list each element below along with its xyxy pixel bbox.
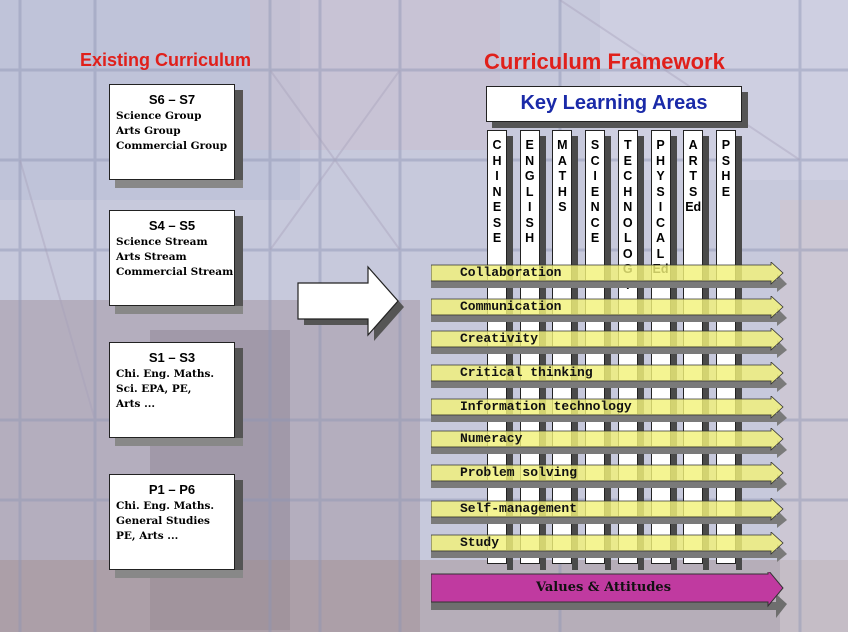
stage-subject-line: Arts ... bbox=[116, 398, 156, 410]
generic-skill-band: Critical thinking bbox=[431, 362, 791, 392]
stage-subject-line: Commercial Group bbox=[116, 140, 228, 152]
skill-band-arrow-shape bbox=[431, 498, 787, 528]
stage-subject-line: Chi. Eng. Maths. bbox=[116, 368, 215, 380]
box-face bbox=[109, 474, 235, 570]
box-shadow bbox=[115, 438, 243, 446]
skill-band-arrow-shape bbox=[431, 532, 787, 562]
box-shadow bbox=[235, 348, 243, 444]
generic-skill-label: Information technology bbox=[460, 399, 632, 414]
box-shadow bbox=[115, 306, 243, 314]
values-attitudes-label: Values & Attitudes bbox=[535, 580, 672, 595]
generic-skill-band: Information technology bbox=[431, 396, 791, 426]
box-face bbox=[109, 342, 235, 438]
stage-subject-line: General Studies bbox=[116, 515, 210, 527]
skill-band-arrow-shape bbox=[431, 328, 787, 358]
curriculum-framework-heading: Curriculum Framework bbox=[484, 49, 725, 74]
stage-subject-line: Science Stream bbox=[116, 236, 208, 248]
box-face bbox=[109, 84, 235, 180]
kla-column-label: M A T H S bbox=[557, 138, 568, 214]
stage-subject-line: Chi. Eng. Maths. bbox=[116, 500, 215, 512]
values-attitudes-band: Values & Attitudes bbox=[431, 572, 791, 622]
stage-subject-line: Science Group bbox=[116, 110, 202, 122]
generic-skill-band: Problem solving bbox=[431, 462, 791, 492]
stage-subject-line: PE, Arts ... bbox=[116, 530, 179, 542]
kla-column-label: A R T S Ed bbox=[685, 138, 702, 214]
generic-skill-band: Numeracy bbox=[431, 428, 791, 458]
generic-skill-label: Study bbox=[460, 535, 500, 550]
box-shadow bbox=[115, 570, 243, 578]
stage-title: P1 – P6 bbox=[148, 482, 196, 497]
generic-skill-label: Communication bbox=[460, 299, 562, 314]
generic-skill-label: Numeracy bbox=[460, 431, 523, 446]
generic-skill-band: Collaboration bbox=[431, 262, 791, 292]
values-band-arrow-shape bbox=[431, 572, 787, 618]
generic-skill-label: Critical thinking bbox=[460, 365, 593, 380]
box-shadow bbox=[115, 180, 243, 188]
box-shadow bbox=[235, 216, 243, 312]
stage-title: S1 – S3 bbox=[148, 350, 196, 365]
stage-subject-line: Arts Group bbox=[116, 125, 181, 137]
curriculum-stage-box: S1 – S3 Chi. Eng. Maths. Sci. EPA, PE, Arts… bbox=[109, 342, 243, 448]
box-shadow bbox=[235, 480, 243, 576]
skill-band-arrow-shape bbox=[431, 262, 787, 292]
generic-skill-label: Creativity bbox=[460, 331, 539, 346]
stage-subject-line: Commercial Stream bbox=[116, 266, 234, 278]
generic-skill-label: Self-management bbox=[460, 501, 578, 516]
kla-column-label: C H I N E S E bbox=[492, 138, 502, 245]
generic-skill-band: Self-management bbox=[431, 498, 791, 528]
skill-band-arrow-shape bbox=[431, 462, 787, 492]
skill-band-arrow-shape bbox=[431, 296, 787, 326]
generic-skill-band: Study bbox=[431, 532, 791, 562]
key-learning-areas-header: Key Learning Areas bbox=[486, 86, 748, 128]
kla-column-label: E N G L I S H bbox=[524, 138, 535, 245]
kla-column-label: P S H E bbox=[721, 138, 731, 199]
skill-band-arrow-shape bbox=[431, 362, 787, 392]
stage-title: S6 – S7 bbox=[148, 92, 196, 107]
kla-column-label: P H Y S I C A L Ed bbox=[653, 138, 669, 276]
stage-subject-line: Arts Stream bbox=[116, 251, 187, 263]
skill-band-arrow-shape bbox=[431, 396, 787, 426]
skill-band-arrow-shape bbox=[431, 428, 787, 458]
right-arrow-icon bbox=[297, 265, 404, 341]
generic-skill-label: Collaboration bbox=[460, 265, 562, 280]
kla-column-label: S C I E N C E bbox=[590, 138, 600, 245]
box-shadow bbox=[235, 90, 243, 186]
generic-skill-band: Communication bbox=[431, 296, 791, 326]
generic-skill-band: Creativity bbox=[431, 328, 791, 358]
box-face bbox=[109, 210, 235, 306]
generic-skill-label: Problem solving bbox=[460, 465, 578, 480]
existing-curriculum-heading: Existing Curriculum bbox=[80, 50, 252, 70]
key-learning-areas-title: Key Learning Areas bbox=[520, 92, 708, 114]
stage-subject-line: Sci. EPA, PE, bbox=[116, 383, 192, 395]
stage-title: S4 – S5 bbox=[148, 218, 196, 233]
